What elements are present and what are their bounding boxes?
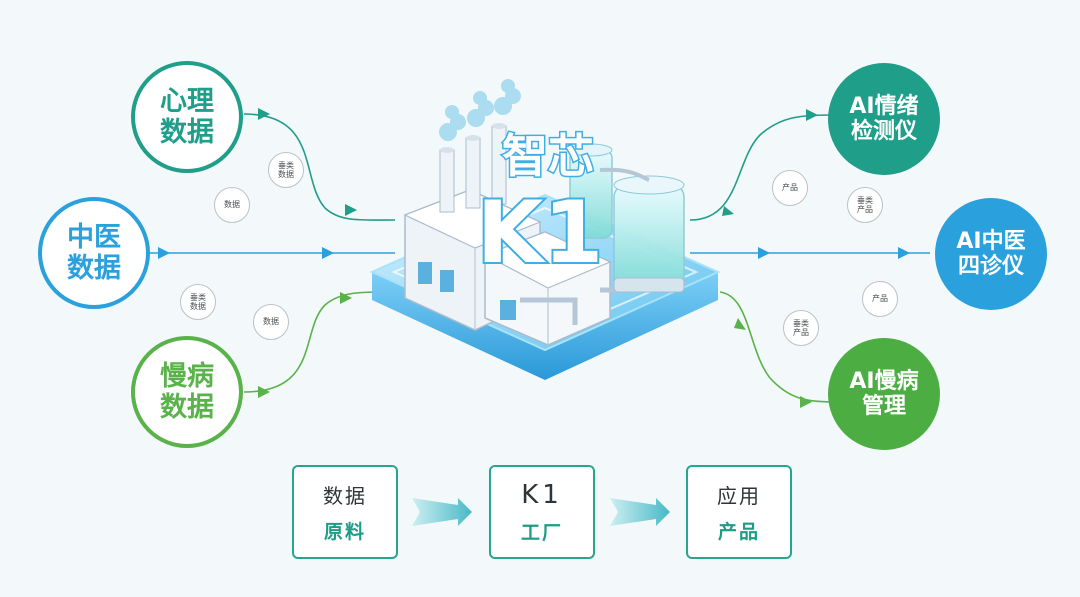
tag-label: 数据 — [278, 170, 294, 179]
tag-data: 数据 — [253, 304, 289, 340]
arrowhead — [345, 204, 357, 216]
factory-title: 智芯 — [502, 129, 594, 183]
tag-product: 产品 — [772, 170, 808, 206]
output-node-ai-tcm-diagnosis: AI中医 四诊仪 — [935, 198, 1047, 310]
arrowhead — [800, 396, 812, 408]
arrowhead — [340, 292, 352, 304]
input-node-psychological-data: 心理 数据 — [131, 61, 243, 173]
connector-factory-to-chronic-mgmt — [719, 291, 839, 403]
flow-arrow — [412, 498, 472, 526]
node-label: 中医 — [67, 221, 121, 253]
node-label: AI情绪 — [849, 93, 919, 119]
arrowhead — [806, 109, 818, 121]
factory-model: K1 — [477, 183, 603, 283]
tag-label: 数据 — [263, 317, 279, 327]
flow-box-k1-factory: K1 工厂 — [489, 465, 595, 559]
tag-label: 产品 — [872, 294, 888, 304]
tag-vertical-product: 垂类 产品 — [783, 310, 819, 346]
factory-illustration: 智芯 K1 — [369, 79, 721, 380]
arrowhead — [734, 318, 746, 330]
flow-box-raw-data: 数据 原料 — [292, 465, 398, 559]
arrowhead — [758, 247, 770, 259]
tag-label: 产品 — [793, 328, 809, 337]
storage-tank — [599, 167, 685, 293]
flow-box-title: K1 — [521, 479, 563, 510]
node-label: AI慢病 — [849, 368, 919, 394]
node-label: 数据 — [67, 253, 121, 284]
factory-pad-side — [372, 272, 718, 380]
connector-chronic-to-factory — [243, 291, 386, 393]
tag-data: 数据 — [214, 187, 250, 223]
tag-label: 垂类 — [190, 292, 206, 302]
flow-box-subtitle: 工厂 — [520, 521, 563, 544]
node-label: 四诊仪 — [957, 254, 1024, 279]
arrowhead — [722, 206, 734, 216]
arrowhead — [322, 247, 334, 259]
flow-box-title: 数据 — [323, 484, 367, 508]
input-node-tcm-data: 中医 数据 — [38, 197, 150, 309]
arrowhead — [898, 247, 910, 259]
node-label: 数据 — [160, 392, 214, 423]
input-node-chronic-disease-data: 慢病 数据 — [131, 336, 243, 448]
connector-psych-to-factory — [243, 113, 396, 221]
flow-box-subtitle: 产品 — [717, 521, 760, 543]
storage-tank — [569, 143, 613, 239]
flow-arrow — [610, 498, 670, 526]
chimney — [439, 149, 455, 213]
arrowhead — [258, 386, 270, 398]
flow-box-subtitle: 原料 — [323, 521, 366, 543]
tag-label: 产品 — [857, 205, 873, 214]
flow-box-title: 应用 — [717, 484, 761, 508]
node-label: 心理 — [160, 85, 214, 117]
tag-vertical-data: 垂类 数据 — [268, 152, 304, 188]
output-node-ai-emotion-detector: AI情绪 检测仪 — [828, 63, 940, 175]
output-node-ai-chronic-management: AI慢病 管理 — [828, 338, 940, 450]
smoke — [439, 79, 521, 141]
connector-factory-to-emotion — [689, 114, 831, 221]
tag-label: 数据 — [224, 200, 240, 210]
node-label: 管理 — [861, 394, 906, 419]
node-label: 慢病 — [160, 360, 214, 392]
tag-label: 垂类 — [793, 318, 809, 328]
node-label: 数据 — [160, 117, 214, 148]
node-label: 检测仪 — [850, 119, 917, 144]
flow-box-application-product: 应用 产品 — [686, 465, 792, 559]
tag-label: 产品 — [782, 183, 798, 193]
tag-label: 垂类 — [278, 160, 294, 170]
tag-vertical-data: 垂类 数据 — [180, 284, 216, 320]
tag-product: 产品 — [862, 281, 898, 317]
arrowhead — [258, 108, 270, 120]
tag-vertical-product: 垂类 产品 — [847, 187, 883, 223]
tag-label: 垂类 — [857, 195, 873, 205]
node-label: AI中医 — [956, 228, 1026, 254]
tag-label: 数据 — [190, 302, 206, 311]
arrowhead — [158, 247, 170, 259]
